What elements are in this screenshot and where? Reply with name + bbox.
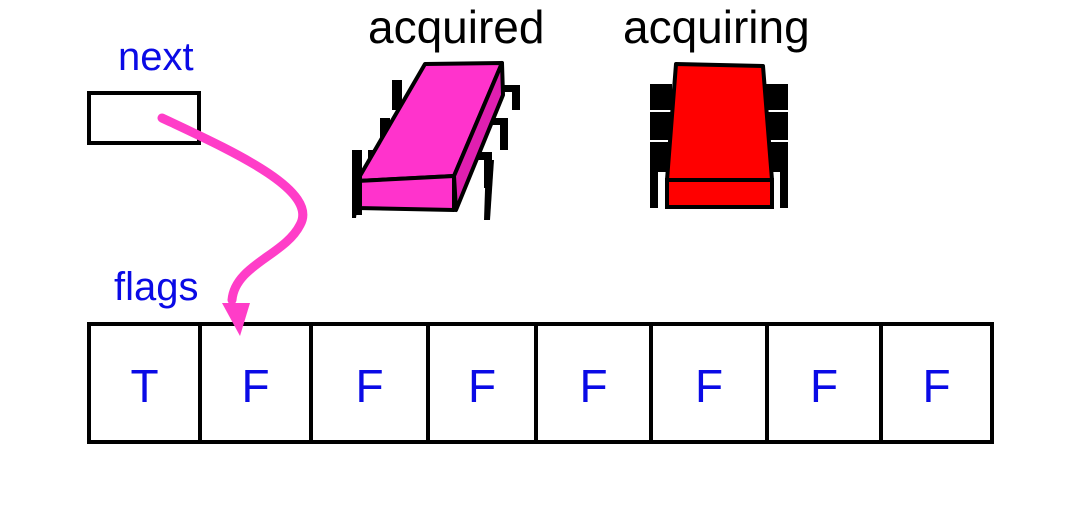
acquiring-chip-icon [650, 62, 788, 209]
flag-value: F [695, 360, 723, 412]
flag-cell [649, 322, 769, 444]
flag-cell [426, 322, 538, 444]
flag-cell [87, 322, 202, 444]
flag-value: F [355, 360, 383, 412]
arrow-head-icon [222, 303, 250, 336]
acquired-chip-icon [352, 61, 520, 220]
flag-value: F [810, 360, 838, 412]
flag-value: F [468, 360, 496, 412]
flag-cell [534, 322, 653, 444]
flag-cell [765, 322, 883, 444]
flags-label: flags [114, 265, 199, 309]
flag-value: T [130, 360, 158, 412]
flag-cell [198, 322, 313, 444]
flag-value: F [922, 360, 950, 412]
flag-value: F [241, 360, 269, 412]
acquired-label: acquired [368, 1, 544, 53]
next-label: next [118, 35, 194, 79]
flag-value: F [579, 360, 607, 412]
flag-cell [879, 322, 994, 444]
acquiring-label: acquiring [623, 1, 810, 53]
next-pointer-box [87, 91, 201, 145]
next-pointer-arrow [157, 113, 308, 305]
